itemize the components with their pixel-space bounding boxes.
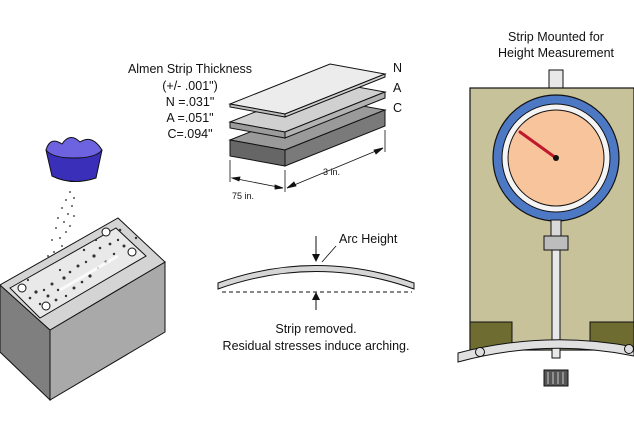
strip-label-c: C bbox=[393, 101, 402, 115]
dimension-length: 3 in. bbox=[323, 167, 340, 177]
strip-label-a: A bbox=[393, 81, 402, 95]
dial-gauge-apparatus: Strip Mounted for Height Measurement bbox=[457, 30, 634, 387]
shot-hopper bbox=[45, 137, 103, 182]
gauge-hub bbox=[553, 155, 559, 161]
gauge-plunger bbox=[551, 249, 561, 359]
arc-height-label: Arc Height bbox=[339, 232, 398, 246]
measured-strip bbox=[457, 339, 634, 363]
gauge-title-1: Strip Mounted for bbox=[508, 30, 604, 44]
support-ball-left bbox=[475, 347, 485, 357]
gauge-collar bbox=[550, 219, 562, 237]
shot-peening-fixture bbox=[0, 137, 166, 402]
stacked-strips: N A C bbox=[228, 61, 402, 167]
thickness-n: N =.031" bbox=[166, 95, 215, 109]
gauge-needle bbox=[518, 130, 558, 160]
arc-caption-1: Strip removed. bbox=[275, 322, 356, 336]
thickness-title: Almen Strip Thickness bbox=[128, 62, 252, 76]
arc-height-diagram: Arc Height Strip removed. Residual stres… bbox=[217, 232, 415, 353]
support-ball-right bbox=[624, 344, 634, 354]
gauge-clamp bbox=[543, 235, 569, 251]
arc-caption-2: Residual stresses induce arching. bbox=[223, 339, 410, 353]
gauge-title-2: Height Measurement bbox=[498, 46, 615, 60]
strip-n bbox=[228, 63, 387, 118]
thickness-tolerance: (+/- .001") bbox=[162, 79, 218, 93]
strip-dimensions bbox=[229, 130, 386, 192]
strip-label-n: N bbox=[393, 61, 402, 75]
dimension-width: 75 in. bbox=[232, 191, 254, 201]
thickness-spec: Almen Strip Thickness (+/- .001") N =.03… bbox=[128, 62, 252, 141]
thickness-a: A =.051" bbox=[166, 111, 213, 125]
gauge-base-screw bbox=[543, 369, 569, 387]
thickness-c: C=.094" bbox=[167, 127, 212, 141]
fixture-block bbox=[0, 217, 166, 402]
